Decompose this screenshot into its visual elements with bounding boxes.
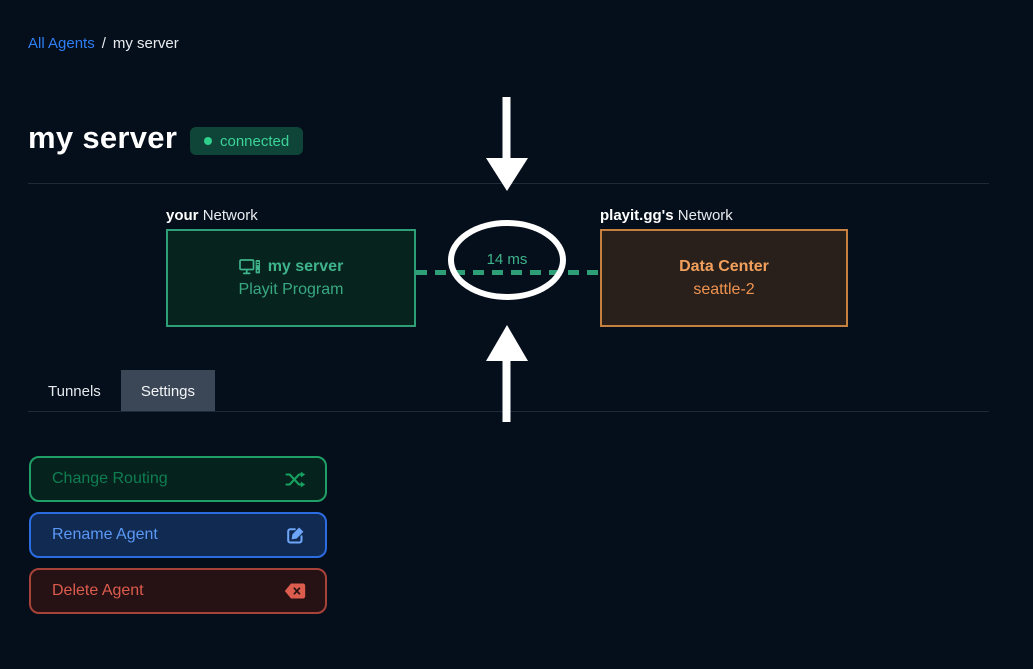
your-network-label-rest: Network <box>202 207 258 224</box>
monitor-server-icon <box>238 258 261 275</box>
your-network-label: your Network <box>166 207 258 224</box>
up-arrow-icon <box>486 325 528 422</box>
breadcrumb-separator: / <box>101 35 106 52</box>
change-routing-button[interactable]: Change Routing <box>29 456 327 502</box>
change-routing-label: Change Routing <box>52 470 168 487</box>
agent-box-subtitle: Playit Program <box>238 280 344 298</box>
datacenter-box-subtitle: seattle-2 <box>693 280 755 298</box>
delete-agent-button[interactable]: Delete Agent <box>29 568 327 614</box>
backspace-icon <box>284 583 306 599</box>
agent-network-box: my server Playit Program <box>166 229 416 327</box>
status-dot-icon <box>204 137 212 145</box>
playit-network-label: playit.gg's Network <box>600 207 733 224</box>
rename-agent-label: Rename Agent <box>52 526 158 543</box>
breadcrumb-current: my server <box>112 35 179 52</box>
tab-bar: Tunnels Settings <box>28 370 216 412</box>
latency-value: 14 ms <box>486 251 528 268</box>
edit-icon <box>286 525 306 545</box>
delete-agent-label: Delete Agent <box>52 582 144 599</box>
agent-box-title: my server <box>267 257 344 275</box>
datacenter-box-title: Data Center <box>679 257 769 275</box>
agent-box-title-row: my server <box>238 257 344 276</box>
status-badge: connected <box>190 127 304 155</box>
tab-settings[interactable]: Settings <box>120 370 216 412</box>
page-title: my server <box>28 120 178 155</box>
down-arrow-icon <box>486 97 528 191</box>
your-network-label-bold: your <box>166 207 199 224</box>
playit-network-label-rest: Network <box>677 207 733 224</box>
shuffle-icon <box>285 471 306 488</box>
header-divider <box>28 183 989 184</box>
datacenter-box: Data Center seattle-2 <box>600 229 848 327</box>
connection-dashed-line <box>416 270 600 275</box>
playit-network-label-bold: playit.gg's <box>600 207 674 224</box>
breadcrumb-link-all-agents[interactable]: All Agents <box>28 35 95 52</box>
tabs-divider <box>28 411 989 412</box>
status-label: connected <box>220 132 290 150</box>
tab-tunnels[interactable]: Tunnels <box>48 382 101 400</box>
breadcrumb: All Agents / my server <box>28 35 179 52</box>
rename-agent-button[interactable]: Rename Agent <box>29 512 327 558</box>
